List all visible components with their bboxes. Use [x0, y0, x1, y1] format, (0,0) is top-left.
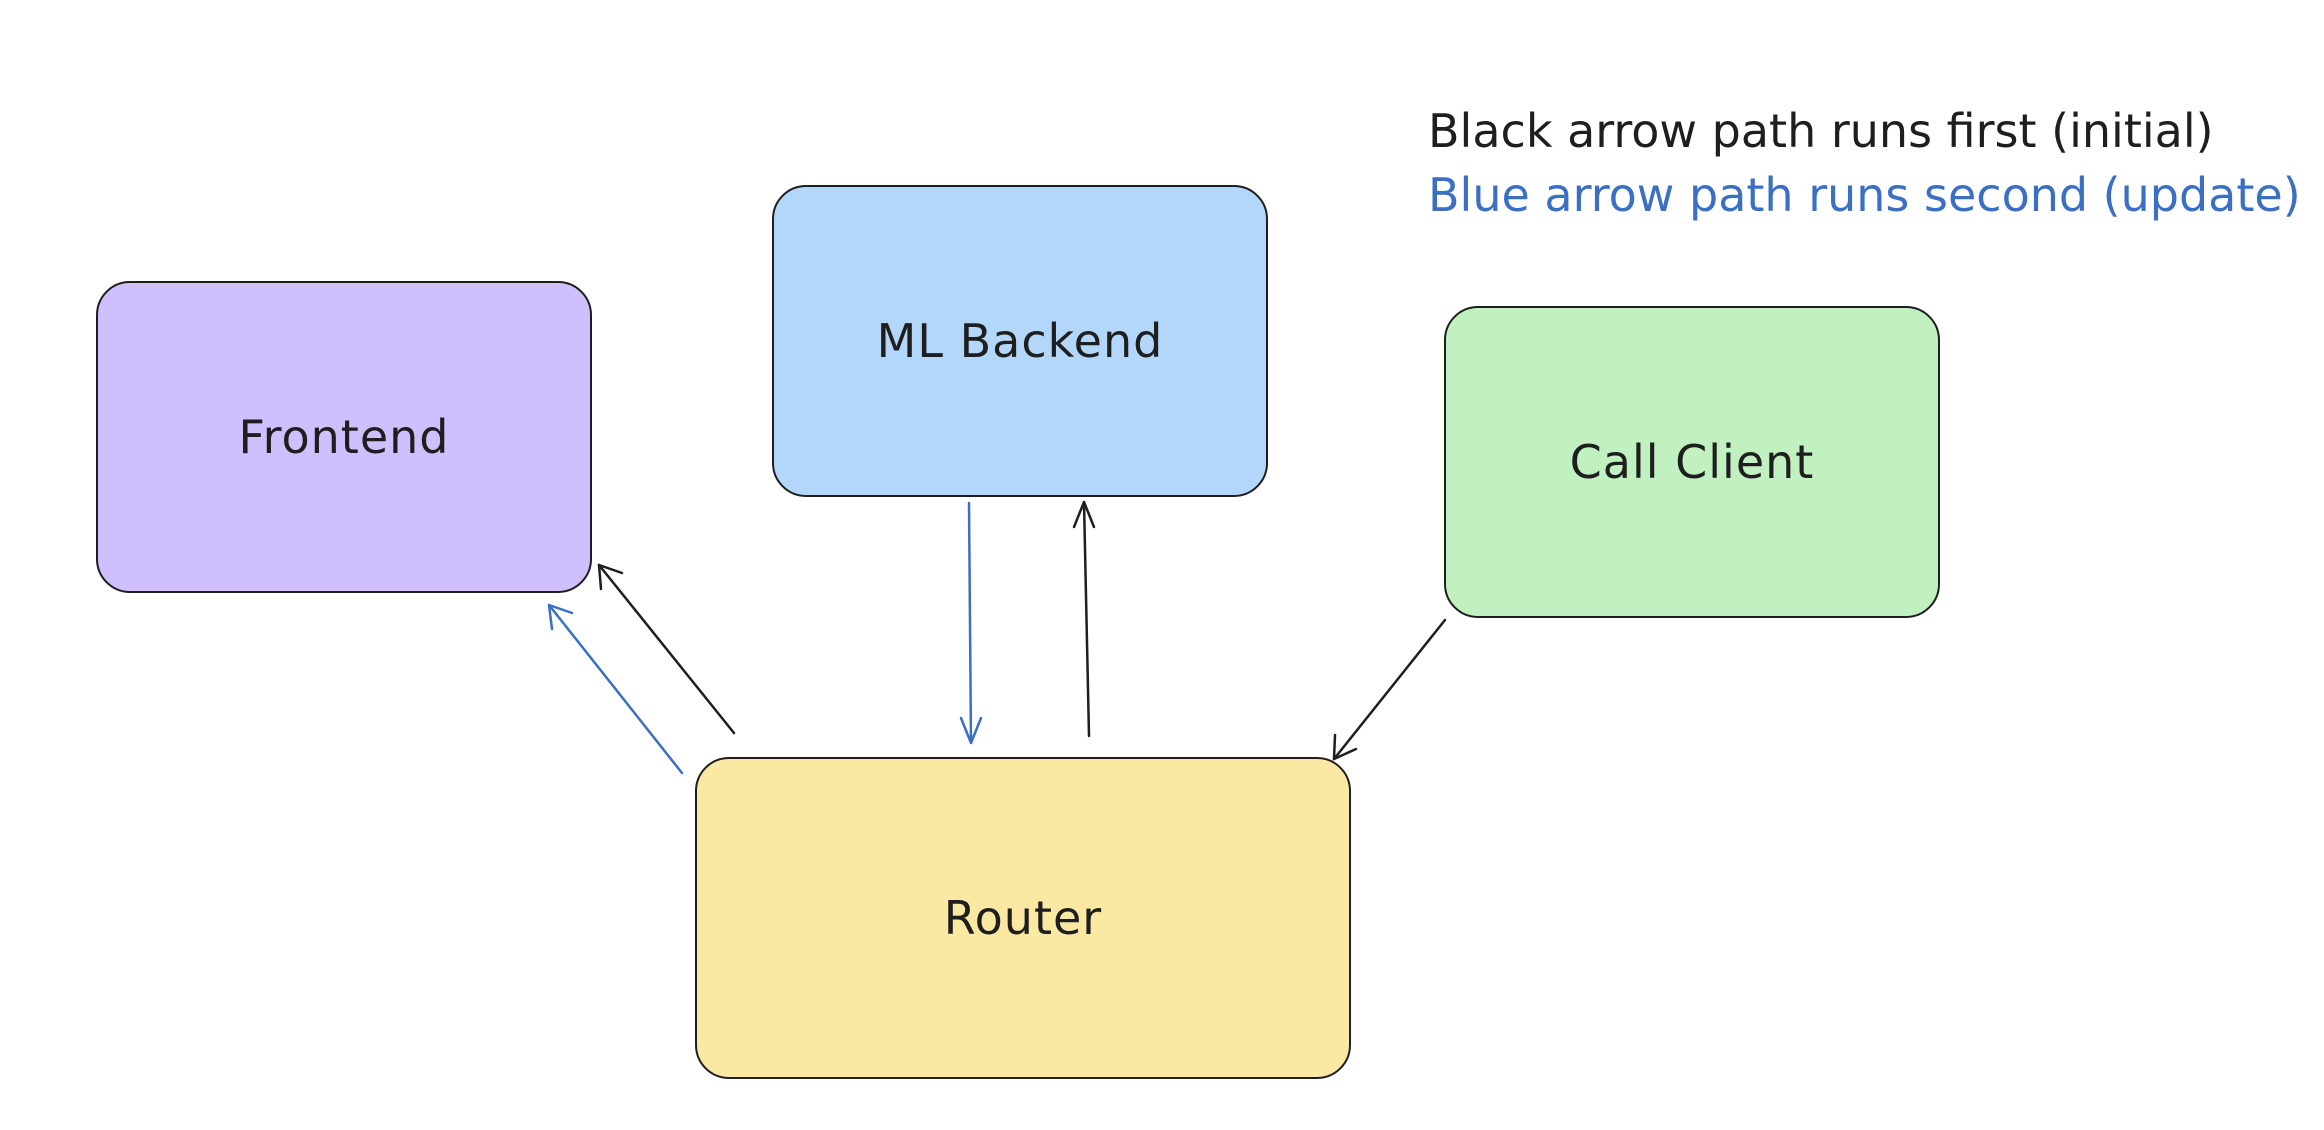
- frontend-label: Frontend: [238, 410, 450, 464]
- ml-backend-node[interactable]: ML Backend: [772, 185, 1268, 497]
- edge-router-to-ml-black: [1072, 500, 1096, 738]
- edge-call-to-router-black: [1332, 618, 1447, 761]
- edge-ml-to-router-blue: [959, 501, 983, 745]
- legend-blue-text: Blue arrow path runs second (update): [1428, 168, 2301, 222]
- frontend-node[interactable]: Frontend: [96, 281, 592, 593]
- edge-router-to-frontend-blue: [547, 603, 684, 775]
- router-node[interactable]: Router: [695, 757, 1351, 1079]
- call-client-node[interactable]: Call Client: [1444, 306, 1940, 618]
- legend-black-text: Black arrow path runs first (initial): [1428, 104, 2214, 158]
- edge-router-to-frontend-black: [597, 563, 736, 735]
- router-label: Router: [943, 891, 1103, 945]
- ml-backend-label: ML Backend: [876, 314, 1164, 368]
- call-client-label: Call Client: [1569, 435, 1815, 489]
